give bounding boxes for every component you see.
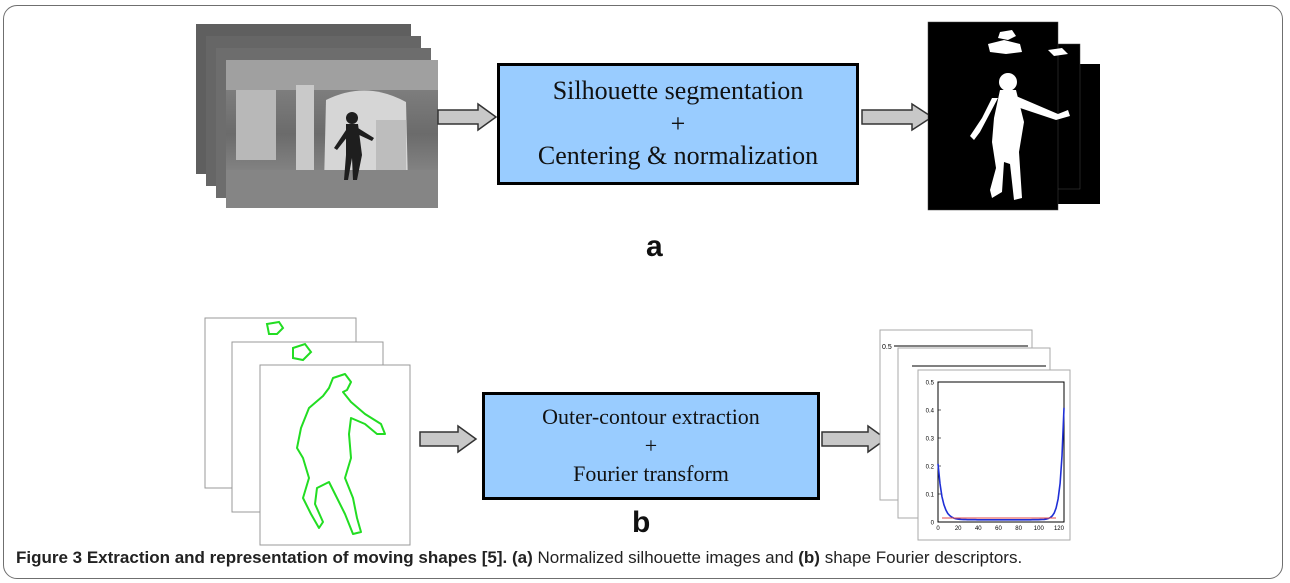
video-frames-stack [196, 24, 438, 208]
arrow-right-icon [821, 424, 888, 454]
spectrum-series-line [937, 407, 1065, 521]
panel-b: Outer-contour extraction + Fourier trans… [0, 300, 1290, 546]
x-tick-label: 120 [1054, 526, 1065, 532]
x-tick-label: 40 [975, 526, 982, 532]
panel-a: Silhouette segmentation + Centering & no… [0, 0, 1290, 290]
silhouette-frames-stack [927, 21, 1100, 211]
arrow-right-icon [437, 102, 498, 132]
x-tick-label: 20 [955, 526, 962, 532]
arrow-right-icon [861, 102, 934, 132]
figure-frame [3, 5, 1283, 579]
y-tick-label: 0.1 [926, 493, 935, 499]
caption-part-b-text: shape Fourier descriptors. [819, 548, 1023, 567]
fourier-process-box: Outer-contour extraction + Fourier trans… [482, 392, 820, 500]
silhouette-process-box: Silhouette segmentation + Centering & no… [497, 63, 859, 185]
caption-part-a-marker: (a) [511, 548, 533, 567]
process-line-2: + [644, 432, 658, 458]
y-tick-label: 0.2 [926, 465, 935, 471]
y-tick-label: 0.3 [926, 437, 935, 443]
arrow-right-icon [419, 424, 478, 454]
caption-part-a-text: Normalized silhouette images and [532, 548, 799, 567]
y-tick-label: 0.5 [926, 381, 935, 387]
process-line-3: Fourier transform [573, 461, 729, 487]
x-tick-label: 100 [1034, 526, 1045, 532]
x-tick-label: 80 [1015, 526, 1022, 532]
panel-b-label: b [632, 506, 651, 539]
back-plot-tick: 0.5 [882, 344, 892, 351]
panel-a-label: a [646, 230, 663, 263]
process-line-1: Silhouette segmentation [552, 76, 804, 106]
process-line-3: Centering & normalization [537, 141, 819, 171]
spectrum-plots-stack: 0.5 0 0.1 0.2 0.3 0.4 0.5 0 20 40 60 80 100 120 [879, 329, 1071, 541]
process-line-1: Outer-contour extraction [542, 404, 760, 430]
spectrum-plot-front: 0 0.1 0.2 0.3 0.4 0.5 0 20 40 60 80 100 120 [926, 381, 1065, 532]
figure-caption: Figure 3 Extraction and representation o… [16, 548, 1022, 568]
y-tick-label: 0 [931, 521, 935, 527]
process-line-2: + [670, 108, 686, 138]
caption-part-b-marker: (b) [798, 548, 820, 567]
x-tick-label: 60 [995, 526, 1002, 532]
contour-frames-stack [204, 317, 411, 546]
x-tick-label: 0 [936, 526, 940, 532]
caption-figure-label: Figure 3 Extraction and representation o… [16, 548, 508, 567]
y-tick-label: 0.4 [926, 409, 935, 415]
